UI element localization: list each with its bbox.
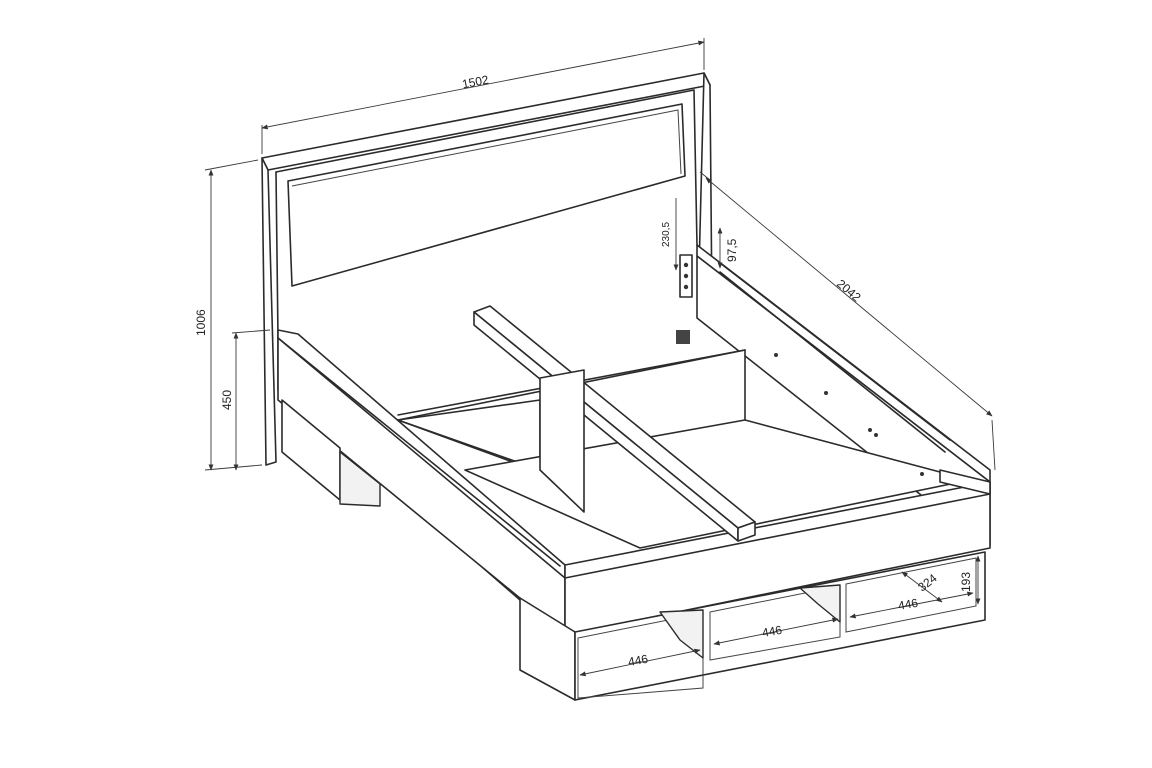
center-beam — [473, 305, 756, 542]
drawer-middle — [709, 584, 841, 661]
label-drawer-height: 193 — [959, 572, 973, 592]
label-drawer-right: 446 — [897, 596, 919, 613]
label-drawer-middle: 446 — [761, 623, 783, 640]
label-frame-height: 450 — [220, 390, 234, 410]
dim-frame-height — [231, 329, 271, 471]
label-total-height: 1006 — [194, 309, 208, 336]
dim-length — [699, 171, 996, 471]
dim-drawer-depth — [901, 571, 943, 603]
label-width: 1502 — [461, 72, 490, 91]
drawer-right — [845, 557, 977, 633]
label-rail-height: 97,5 — [725, 238, 739, 262]
dim-total-height — [204, 159, 263, 471]
dim-drawer-middle — [713, 617, 839, 646]
dim-width — [261, 38, 705, 154]
label-drawer-left: 446 — [627, 652, 649, 669]
label-rail-offset: 230,5 — [661, 222, 672, 247]
dim-drawer-left — [579, 648, 701, 677]
label-length: 2042 — [834, 277, 864, 305]
drawer-left — [577, 609, 704, 699]
dim-drawer-right — [849, 591, 974, 619]
bracket-icon — [676, 254, 693, 344]
